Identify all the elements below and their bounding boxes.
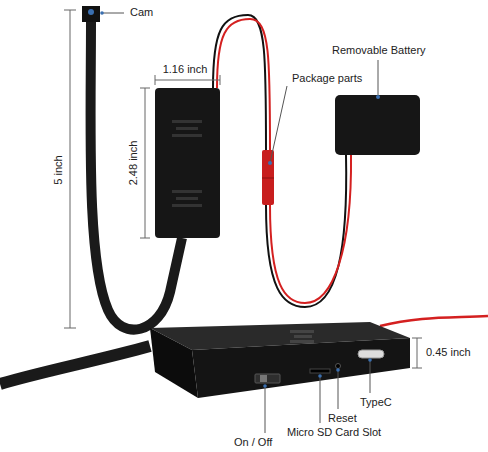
- part-label: Package parts: [290, 72, 364, 85]
- reset-hole: [336, 364, 341, 369]
- dimension-label: 2.48 inch: [127, 139, 140, 188]
- leader-lines: [265, 360, 370, 433]
- part-label: 0.45 inch: [424, 346, 473, 359]
- sd-slot: [310, 369, 330, 373]
- leader-line: [378, 60, 379, 95]
- leader-dot: [376, 95, 380, 99]
- leader-dot: [268, 161, 272, 165]
- battery-box: [335, 95, 420, 155]
- vent-holes: [290, 330, 314, 343]
- usb-c-port: [358, 350, 384, 358]
- ribbon-cable: [0, 346, 150, 384]
- wire-black: [266, 155, 346, 307]
- part-label: Reset: [326, 412, 359, 425]
- connector-seam: [262, 178, 274, 179]
- part-label: Cam: [128, 6, 155, 19]
- main-box: [155, 88, 220, 238]
- leader-line: [270, 86, 287, 163]
- wire-connector: [262, 150, 274, 205]
- dimension-label: 1.16 inch: [161, 63, 210, 76]
- part-label: Removable Battery: [330, 44, 428, 57]
- vent-holes: [172, 120, 202, 207]
- camera-module: [82, 6, 100, 22]
- camera-lens: [88, 9, 94, 15]
- part-label: On / Off: [232, 436, 274, 449]
- leader-dots: [263, 358, 372, 388]
- device-front: [192, 338, 410, 398]
- dimension-label: 5 inch: [52, 153, 65, 186]
- part-label: Micro SD Card Slot: [285, 426, 383, 439]
- wire-red: [217, 19, 270, 150]
- wire-red: [380, 316, 488, 326]
- leader-dot: [100, 11, 104, 15]
- power-switch: [255, 374, 280, 383]
- dimension-lines: [64, 10, 422, 368]
- wire-black: [213, 15, 266, 150]
- device-side: [150, 328, 198, 398]
- switch-knob: [260, 375, 267, 382]
- part-label: TypeC: [358, 396, 394, 409]
- wire-red: [270, 155, 351, 303]
- leader-line: [102, 13, 124, 14]
